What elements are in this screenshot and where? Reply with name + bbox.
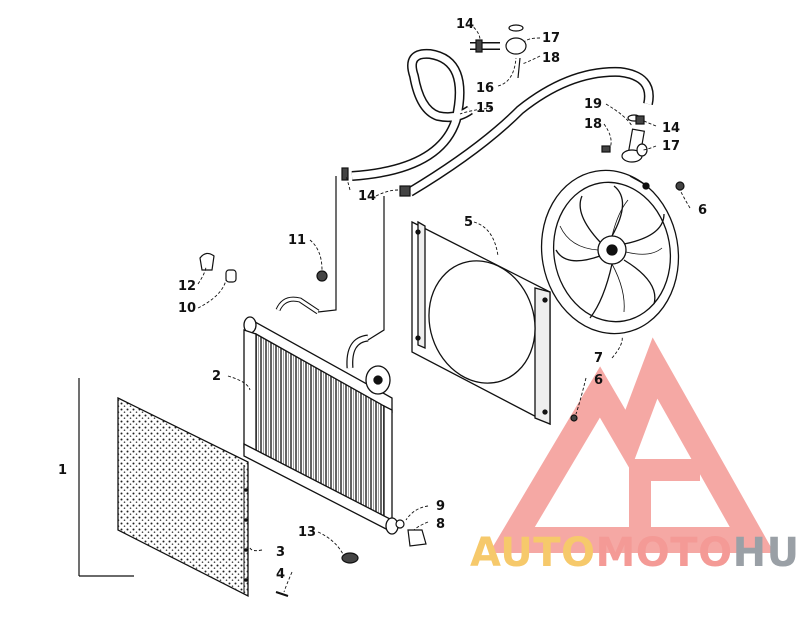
callout-14c: 14 <box>662 121 680 136</box>
watermark-auto: AUTO <box>470 530 596 576</box>
assembly-bracket <box>78 378 134 577</box>
callout-9: 9 <box>436 499 445 514</box>
callout-7: 7 <box>594 351 603 366</box>
callout-6a: 6 <box>698 203 707 218</box>
watermark-text: AUTOMOTOHUB <box>470 530 800 576</box>
electric-fan <box>540 169 680 335</box>
callout-labels: 1 2 3 4 5 6 6 7 8 9 10 11 12 13 14 14 14… <box>58 17 707 582</box>
watermark-moto: MOTO <box>595 530 733 576</box>
callout-19: 19 <box>584 97 602 112</box>
callout-17b: 17 <box>662 139 680 154</box>
callout-18a: 18 <box>542 51 560 66</box>
small-parts <box>199 24 685 597</box>
callout-13: 13 <box>298 525 316 540</box>
radiator-screen <box>117 396 249 598</box>
callout-5: 5 <box>464 215 473 230</box>
callout-8: 8 <box>436 517 445 532</box>
leader-lines <box>197 23 691 593</box>
callout-12: 12 <box>178 279 196 294</box>
callout-2: 2 <box>212 369 221 384</box>
callout-17a: 17 <box>542 31 560 46</box>
callout-14a: 14 <box>456 17 474 32</box>
callout-18b: 18 <box>584 117 602 132</box>
callout-14b: 14 <box>358 189 376 204</box>
callout-15: 15 <box>476 101 494 116</box>
radiator <box>243 296 399 535</box>
callout-11: 11 <box>288 233 306 248</box>
callout-10: 10 <box>178 301 196 316</box>
watermark-logo <box>489 337 775 553</box>
fan-shroud <box>411 220 551 426</box>
callout-6b: 6 <box>594 373 603 388</box>
hoses <box>351 42 654 197</box>
callout-1: 1 <box>58 463 67 478</box>
watermark-hub: HUB <box>732 530 800 576</box>
callout-4: 4 <box>276 567 285 582</box>
callout-16: 16 <box>476 81 494 96</box>
callout-3: 3 <box>276 545 285 560</box>
